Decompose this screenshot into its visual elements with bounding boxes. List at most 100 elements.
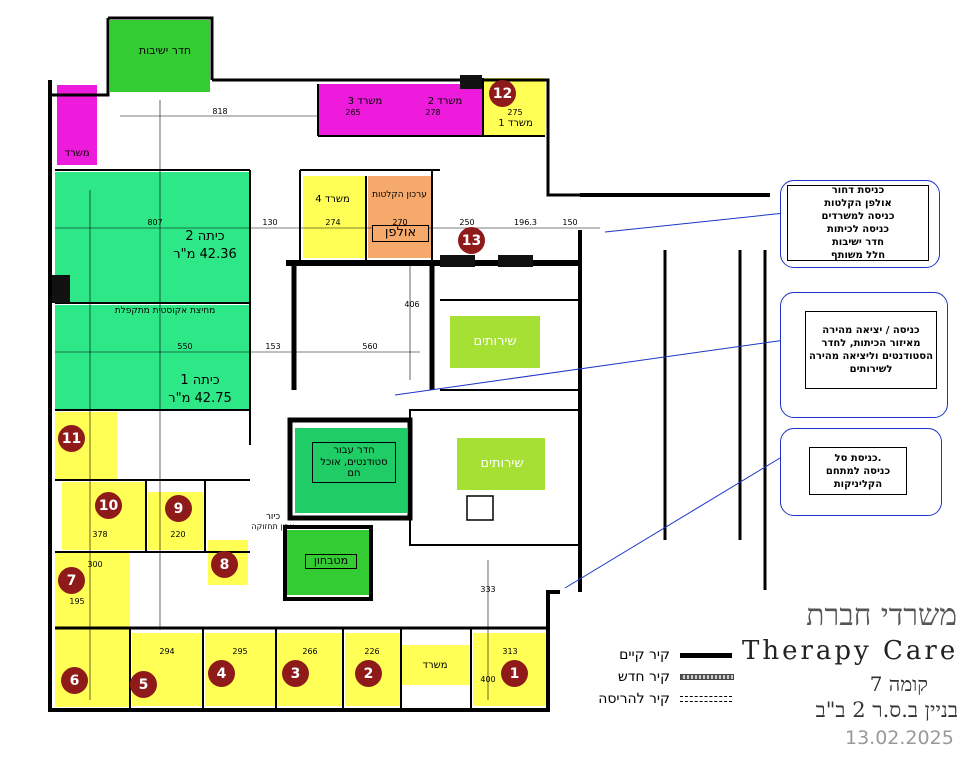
room-6-fill xyxy=(55,625,130,707)
room-badge-10: 10 xyxy=(95,492,122,519)
restrooms-2-label: שירותים xyxy=(480,456,524,471)
room-badge-3: 3 xyxy=(282,660,309,687)
building-label: בניין ב.ס.ר 2 ב"ב xyxy=(815,698,958,722)
legend-dashed-line xyxy=(680,696,732,702)
dim-274: 274 xyxy=(325,218,341,227)
dim-275: 275 xyxy=(507,108,523,117)
room-badge-5: 5 xyxy=(130,671,157,698)
storage-strip-label: מחיצת אקוסטית מתקפלת xyxy=(114,306,216,316)
dim-130: 130 xyxy=(262,218,278,227)
room-badge-8: 8 xyxy=(211,551,238,578)
office-4-fill xyxy=(303,176,365,258)
office-bottom-fill xyxy=(402,645,470,685)
dim-278: 278 xyxy=(425,108,441,117)
restrooms-2-fill xyxy=(457,438,545,490)
structural-columns xyxy=(52,75,533,303)
callout-exit-line: מאיזור הכיתות, לחדר xyxy=(821,338,921,349)
callout-clinic-line: כניסה למתחם xyxy=(825,465,891,477)
office-bottom-label: משרד xyxy=(422,660,448,671)
callout-entrance-line: כניסה למשרדים xyxy=(821,211,895,222)
callout-leaders xyxy=(394,212,786,589)
room-badge-11: 11 xyxy=(58,425,85,452)
classroom-1-label: כיתה 1 xyxy=(180,373,220,388)
room-badge-9: 9 xyxy=(165,495,192,522)
callout-entrance-line: אולפן הקלטות xyxy=(824,198,892,209)
legend-new-wall: קיר חדש xyxy=(590,669,734,685)
legend-hatched-line xyxy=(680,674,734,680)
restrooms-1-label: שירותים xyxy=(473,334,517,349)
callout-clinic-box: .כניסת סל כניסה למתחם הקליניקות xyxy=(809,447,907,495)
dim-195: 195 xyxy=(69,597,85,606)
classroom-2-area: 42.36 מ"ר xyxy=(173,247,237,262)
kitchen-label: מטבחון xyxy=(305,554,357,569)
dim-196: 196.3 xyxy=(514,218,537,227)
column-marker xyxy=(466,495,494,521)
callout-entrance-line: כניסת דחור xyxy=(831,185,885,196)
room-badge-7: 7 xyxy=(58,567,85,594)
dim-406: 406 xyxy=(404,300,420,309)
studio-control-label: ערכון הקלטות xyxy=(372,190,427,200)
dim-560: 560 xyxy=(362,342,378,351)
callout-exit-line: כניסה / יציאה מהירה xyxy=(822,325,920,336)
dim-226: 226 xyxy=(364,647,380,656)
classroom-1-area: 42.75 מ"ר xyxy=(168,391,232,406)
room-badge-12: 12 xyxy=(489,80,516,107)
callout-entrance-line: חדר ישיבות xyxy=(831,237,885,248)
floor-label: קומה 7 xyxy=(869,672,928,696)
room-badge-13: 13 xyxy=(458,227,485,254)
room-badge-6: 6 xyxy=(61,667,88,694)
dim-270: 270 xyxy=(392,218,408,227)
dim-294: 294 xyxy=(159,647,175,656)
classroom-2-fill xyxy=(55,172,250,302)
dimension-lines xyxy=(55,100,600,700)
dim-266: 266 xyxy=(302,647,318,656)
callout-exit-line: הסטודנטים וליציאה מהירה xyxy=(809,351,933,362)
dim-378: 378 xyxy=(92,530,108,539)
legend-label: קיר חדש xyxy=(617,669,670,685)
legend-solid-line xyxy=(680,652,732,658)
plan-date: 13.02.2025 xyxy=(845,727,954,749)
callout-clinic-line: .כניסת סל xyxy=(834,452,882,464)
legend-demolish-wall: קיר להריסה xyxy=(590,691,732,707)
studio-fill xyxy=(368,176,431,258)
dim-220: 220 xyxy=(170,530,186,539)
callout-exit-line: לשירותים xyxy=(849,364,893,375)
company-title-he: משרדי חברת xyxy=(806,598,957,633)
callout-entrance-line: חלל משותף xyxy=(830,250,886,261)
restrooms-1-fill xyxy=(450,316,540,368)
dim-818: 818 xyxy=(212,107,228,116)
classroom-2-label: כיתה 2 xyxy=(185,229,225,244)
callout-entrance-line: כניסה לכיתות xyxy=(826,224,890,235)
legend-existing-wall: קיר קיים xyxy=(590,647,732,663)
callout-entrance: כניסת דחור אולפן הקלטות כניסה למשרדים כנ… xyxy=(780,180,940,268)
dim-250: 250 xyxy=(459,218,475,227)
callout-exit: כניסה / יציאה מהירה מאיזור הכיתות, לחדר … xyxy=(780,292,948,418)
dim-400: 400 xyxy=(480,675,496,684)
office-4-label: משרד 4 xyxy=(315,194,350,205)
studio-label: אולפן xyxy=(372,225,429,242)
existing-walls xyxy=(48,16,770,712)
dim-333: 333 xyxy=(480,585,496,594)
office-2-label: משרד 2 xyxy=(427,96,463,107)
office-1-label: משרד 1 xyxy=(498,118,533,129)
students-room-label: חדר עבור סטודנטים, אוכל חם xyxy=(312,442,396,483)
dim-265: 265 xyxy=(345,108,361,117)
callout-clinic-line: הקליניקות xyxy=(833,478,883,490)
meeting-room-fill xyxy=(110,20,210,92)
office-3-label: משרד 3 xyxy=(347,96,383,107)
legend-label: קיר להריסה xyxy=(598,691,670,707)
sink-label: כיור xyxy=(265,512,281,522)
room-badge-1: 1 xyxy=(501,660,528,687)
office-left-label: משרד xyxy=(64,148,90,159)
dim-313: 313 xyxy=(502,647,518,656)
dim-300: 300 xyxy=(87,560,103,569)
callout-exit-box: כניסה / יציאה מהירה מאיזור הכיתות, לחדר … xyxy=(805,311,937,389)
dim-295: 295 xyxy=(232,647,248,656)
office-left-top-fill xyxy=(57,85,97,165)
callout-entrance-box: כניסת דחור אולפן הקלטות כניסה למשרדים כנ… xyxy=(787,185,929,261)
cleaning-label: ארון תחזוקה xyxy=(251,522,295,531)
company-title-en: Therapy Care xyxy=(742,636,959,666)
callout-clinic: .כניסת סל כניסה למתחם הקליניקות xyxy=(780,428,942,516)
dim-550: 550 xyxy=(177,342,193,351)
